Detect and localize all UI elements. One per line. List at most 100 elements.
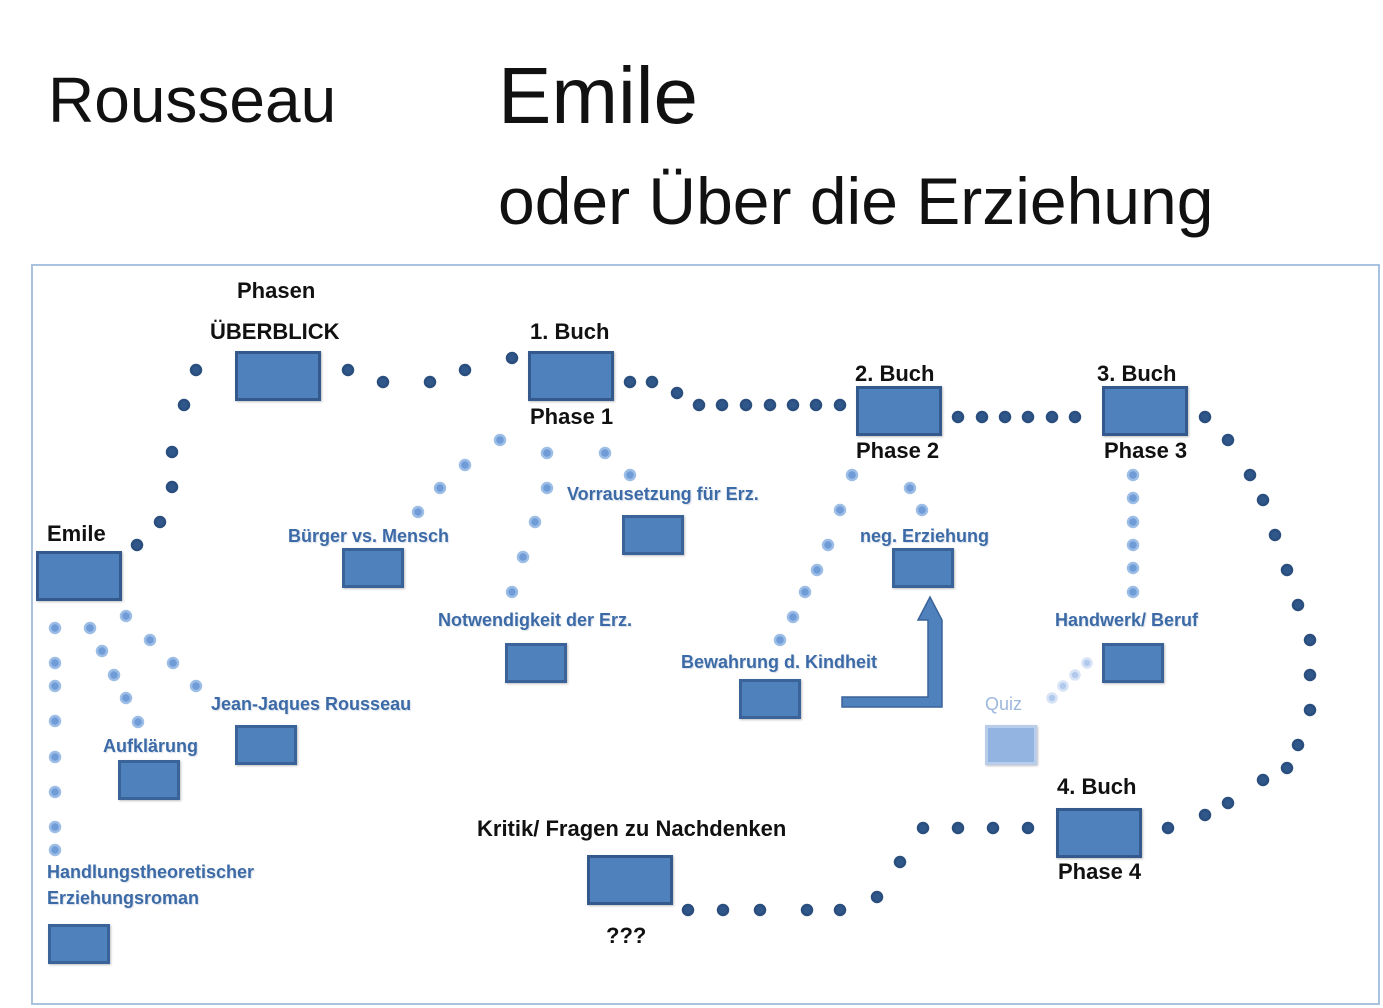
- connector-dot: [715, 398, 729, 412]
- connector-dot: [1268, 528, 1282, 542]
- handwerk-button[interactable]: [1102, 643, 1164, 683]
- rousseau-label: Jean-Jaques Rousseau: [211, 694, 412, 714]
- connector-dot: [516, 550, 530, 564]
- work-title: Emile: [498, 51, 699, 140]
- connector-dot: [1068, 410, 1082, 424]
- neg-erziehung-label: neg. Erziehung: [860, 526, 990, 546]
- connector-dot: [1221, 433, 1235, 447]
- connector-dot: [189, 363, 203, 377]
- connector-dot: [143, 633, 157, 647]
- connector-dot: [540, 481, 554, 495]
- buch1-button[interactable]: [528, 351, 614, 401]
- connector-dot: [1303, 703, 1317, 717]
- buch1-label: 1. Buch: [530, 319, 610, 344]
- connector-dot: [1303, 668, 1317, 682]
- kritik-button[interactable]: [587, 855, 673, 905]
- connector-dot: [505, 351, 519, 365]
- connector-dot: [670, 386, 684, 400]
- roman-button[interactable]: [48, 924, 110, 964]
- connector-dot: [458, 363, 472, 377]
- connector-dot: [809, 398, 823, 412]
- connector-dot: [1280, 563, 1294, 577]
- vorraussetzung-button[interactable]: [622, 515, 684, 555]
- bewahrung-button[interactable]: [739, 679, 801, 719]
- connector-dot: [870, 890, 884, 904]
- connector-dot: [623, 375, 637, 389]
- connector-dot: [165, 445, 179, 459]
- connector-dot: [177, 398, 191, 412]
- handwerk-label: Handwerk/ Beruf: [1055, 610, 1199, 630]
- diagram-frame: [31, 264, 1380, 1005]
- aufklaerung-label: Aufklärung: [103, 736, 199, 756]
- buch3-label: 3. Buch: [1097, 361, 1177, 386]
- connector-dot: [95, 644, 109, 658]
- connector-dot: [1243, 468, 1257, 482]
- buch3-button[interactable]: [1102, 386, 1188, 436]
- connector-dot: [786, 610, 800, 624]
- notwendigkeit-label: Notwendigkeit der Erz.: [438, 610, 633, 630]
- connector-dot: [48, 621, 62, 635]
- connector-dot: [119, 609, 133, 623]
- notwendigkeit-button[interactable]: [505, 643, 567, 683]
- buch2-button[interactable]: [856, 386, 942, 436]
- connector-dot: [1081, 657, 1093, 669]
- quiz-button[interactable]: [985, 725, 1037, 765]
- ueberblick-button[interactable]: [235, 351, 321, 401]
- connector-dot: [48, 656, 62, 670]
- connector-dot: [893, 855, 907, 869]
- connector-dot: [458, 458, 472, 472]
- connector-dot: [975, 410, 989, 424]
- quiz-label: Quiz: [985, 694, 1023, 714]
- connector-dot: [83, 621, 97, 635]
- branch-path-dots: [48, 433, 1140, 857]
- connector-dot: [166, 656, 180, 670]
- roman-label-line1: Handlungstheoretischer: [47, 862, 255, 882]
- kritik-label: Kritik/ Fragen zu Nachdenken: [477, 816, 787, 841]
- connector-dot: [48, 785, 62, 799]
- connector-dot: [493, 433, 507, 447]
- buch4-button[interactable]: [1056, 808, 1142, 858]
- connector-dot: [645, 375, 659, 389]
- emile-button[interactable]: [36, 551, 122, 601]
- buerger-mensch-button[interactable]: [342, 548, 404, 588]
- phase3-label: Phase 3: [1104, 438, 1188, 463]
- connector-dot: [986, 821, 1000, 835]
- connector-dot: [916, 821, 930, 835]
- connector-dot: [131, 715, 145, 729]
- connector-dot: [119, 691, 133, 705]
- connector-dot: [189, 679, 203, 693]
- connector-dot: [903, 481, 917, 495]
- connector-dot: [1046, 692, 1058, 704]
- connector-dot: [433, 481, 447, 495]
- connector-dot: [48, 843, 62, 857]
- connector-dot: [153, 515, 167, 529]
- vorraussetzung-label: Vorrausetzung für Erz.: [567, 484, 759, 504]
- aufklaerung-button[interactable]: [118, 760, 180, 800]
- buch4-label: 4. Buch: [1057, 774, 1137, 799]
- connector-dot: [528, 515, 542, 529]
- connector-dot: [833, 503, 847, 517]
- connector-dot: [1021, 410, 1035, 424]
- connector-dot: [798, 585, 812, 599]
- connector-dot: [341, 363, 355, 377]
- fragezeichen-label: ???: [606, 923, 647, 948]
- connector-dot: [48, 750, 62, 764]
- connector-dot: [1198, 808, 1212, 822]
- connector-dot: [692, 398, 706, 412]
- neg-erziehung-button[interactable]: [892, 548, 954, 588]
- buch2-label: 2. Buch: [855, 361, 935, 386]
- connector-dot: [951, 821, 965, 835]
- connector-dot: [505, 585, 519, 599]
- connector-dot: [998, 410, 1012, 424]
- connector-dot: [821, 538, 835, 552]
- quiz-path-dots: [1046, 657, 1093, 704]
- connector-dot: [1291, 738, 1305, 752]
- emile-label: Emile: [47, 521, 106, 546]
- roman-label-line2: Erziehungsroman: [47, 888, 200, 908]
- rousseau-button[interactable]: [235, 725, 297, 765]
- connector-dot: [1126, 491, 1140, 505]
- connector-dot: [1126, 538, 1140, 552]
- connector-dot: [763, 398, 777, 412]
- phasen-label: Phasen: [237, 278, 316, 303]
